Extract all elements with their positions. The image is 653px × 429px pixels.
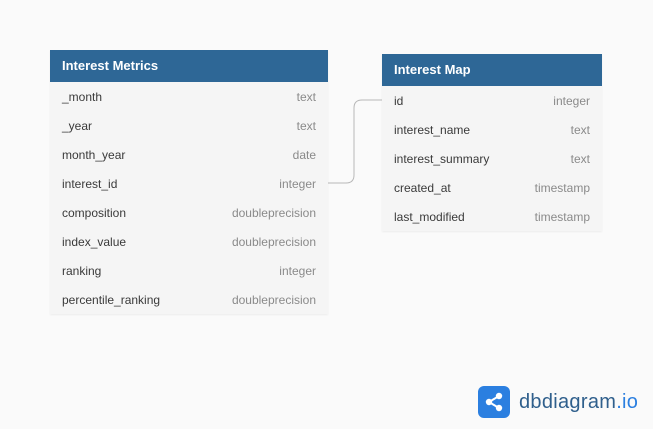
logo-name: dbdiagram xyxy=(519,390,617,413)
logo-tld: .io xyxy=(616,390,639,413)
column-type: timestamp xyxy=(534,180,590,195)
column-name: index_value xyxy=(62,234,127,249)
column-type: text xyxy=(296,118,316,133)
column-name: percentile_ranking xyxy=(62,292,161,307)
column-name: interest_name xyxy=(394,122,471,137)
share-nodes-icon xyxy=(478,386,510,418)
column-type: integer xyxy=(279,263,316,278)
column-type: date xyxy=(292,147,316,162)
table-row[interactable]: id integer xyxy=(382,86,602,115)
column-type: integer xyxy=(279,176,316,191)
column-name: id xyxy=(394,93,404,108)
column-name: interest_summary xyxy=(394,151,490,166)
column-type: doubleprecision xyxy=(231,234,316,249)
table-title[interactable]: Interest Metrics xyxy=(50,50,328,82)
column-name: interest_id xyxy=(62,176,118,191)
table-row[interactable]: ranking integer xyxy=(50,256,328,285)
column-name: composition xyxy=(62,205,127,220)
column-name: created_at xyxy=(394,180,451,195)
table-row[interactable]: _month text xyxy=(50,82,328,111)
table-row[interactable]: last_modified timestamp xyxy=(382,202,602,231)
column-name: _year xyxy=(62,118,93,133)
column-type: integer xyxy=(553,93,590,108)
column-type: doubleprecision xyxy=(231,292,316,307)
logo-text: dbdiagram.io xyxy=(519,391,638,414)
column-type: text xyxy=(570,151,590,166)
table-row[interactable]: interest_id integer xyxy=(50,169,328,198)
column-type: text xyxy=(296,89,316,104)
table-row[interactable]: interest_summary text xyxy=(382,144,602,173)
table-row[interactable]: index_value doubleprecision xyxy=(50,227,328,256)
column-name: ranking xyxy=(62,263,102,278)
column-name: _month xyxy=(62,89,103,104)
column-type: timestamp xyxy=(534,209,590,224)
table-row[interactable]: percentile_ranking doubleprecision xyxy=(50,285,328,314)
column-type: doubleprecision xyxy=(231,205,316,220)
dbdiagram-logo[interactable]: dbdiagram.io xyxy=(478,386,638,418)
table-title[interactable]: Interest Map xyxy=(382,54,602,86)
column-name: month_year xyxy=(62,147,126,162)
column-name: last_modified xyxy=(394,209,465,224)
table-row[interactable]: interest_name text xyxy=(382,115,602,144)
table-row[interactable]: month_year date xyxy=(50,140,328,169)
table-row[interactable]: _year text xyxy=(50,111,328,140)
column-type: text xyxy=(570,122,590,137)
table-row[interactable]: created_at timestamp xyxy=(382,173,602,202)
table-row[interactable]: composition doubleprecision xyxy=(50,198,328,227)
